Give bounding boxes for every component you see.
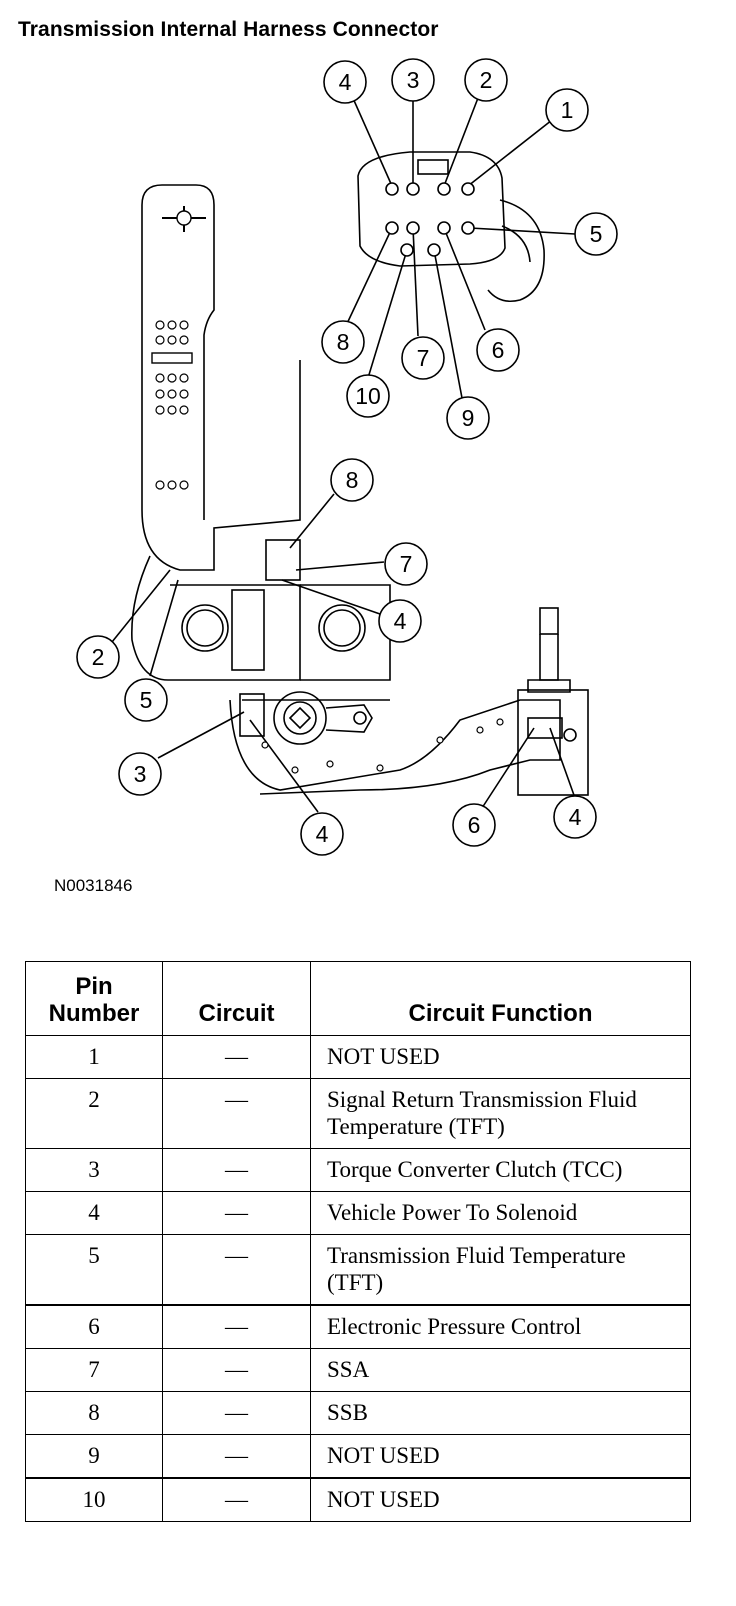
top-leaders (343, 95, 576, 399)
table-row: 10—NOT USED (25, 1477, 691, 1522)
pin-cell: 5 (25, 1234, 163, 1306)
pin-cell: 8 (25, 1391, 163, 1435)
callout-label: 10 (355, 383, 381, 409)
pin-cell: 6 (25, 1304, 163, 1349)
table-row: 3—Torque Converter Clutch (TCC) (25, 1148, 691, 1192)
table-row: 9—NOT USED (25, 1434, 691, 1479)
callout-harness-4c: 4 (553, 795, 597, 839)
pin-cell: 10 (25, 1477, 163, 1522)
table-row: 6—Electronic Pressure Control (25, 1304, 691, 1349)
callout-top-3: 3 (391, 58, 435, 102)
circuit-cell: — (162, 1148, 311, 1192)
callout-harness-5: 5 (124, 678, 168, 722)
circuit-cell: — (162, 1234, 311, 1306)
callout-label: 4 (569, 804, 582, 830)
callout-label: 7 (417, 345, 430, 371)
callout-harness-4b: 4 (300, 812, 344, 856)
circuit-cell: — (162, 1035, 311, 1079)
plate-holes (155, 320, 504, 774)
callout-label: 4 (394, 608, 407, 634)
callout-harness-2: 2 (76, 635, 120, 679)
page-title: Transmission Internal Harness Connector (18, 18, 439, 41)
harness-leaders (111, 493, 576, 813)
callout-label: 4 (316, 821, 329, 847)
callout-harness-4a: 4 (378, 599, 422, 643)
callout-label: 8 (337, 329, 350, 355)
callout-top-7: 7 (401, 336, 445, 380)
function-cell: NOT USED (310, 1477, 691, 1522)
circuit-cell: — (162, 1078, 311, 1149)
callout-label: 5 (140, 687, 153, 713)
table-row: 5—Transmission Fluid Temperature (TFT) (25, 1234, 691, 1306)
callout-label: 3 (134, 761, 147, 787)
function-cell: Signal Return Transmission Fluid Tempera… (310, 1078, 691, 1149)
callout-label: 9 (462, 405, 475, 431)
table-row: 2—Signal Return Transmission Fluid Tempe… (25, 1078, 691, 1149)
table-row: 4—Vehicle Power To Solenoid (25, 1191, 691, 1235)
pin-cell: 1 (25, 1035, 163, 1079)
circuit-cell: — (162, 1434, 311, 1479)
harness-plate (131, 184, 589, 796)
connector-pins (385, 182, 475, 257)
callout-label: 2 (480, 67, 493, 93)
callout-label: 7 (400, 551, 413, 577)
callout-top-4: 4 (323, 60, 367, 104)
callout-top-8: 8 (321, 320, 365, 364)
function-cell: NOT USED (310, 1434, 691, 1479)
harness-diagram (111, 95, 589, 813)
callout-label: 5 (590, 221, 603, 247)
pin-cell: 2 (25, 1078, 163, 1149)
header-circuit-function: Circuit Function (310, 961, 691, 1036)
callout-top-2: 2 (464, 58, 508, 102)
pin-cell: 4 (25, 1191, 163, 1235)
table-row: 8—SSB (25, 1391, 691, 1435)
callout-harness-7: 7 (384, 542, 428, 586)
callout-label: 2 (92, 644, 105, 670)
table-row: 7—SSA (25, 1348, 691, 1392)
function-cell: Torque Converter Clutch (TCC) (310, 1148, 691, 1192)
callout-label: 1 (561, 97, 574, 123)
callout-top-6: 6 (476, 328, 520, 372)
function-cell: SSB (310, 1391, 691, 1435)
circuit-cell: — (162, 1477, 311, 1522)
circuit-cell: — (162, 1348, 311, 1392)
function-cell: Electronic Pressure Control (310, 1304, 691, 1349)
callout-harness-3: 3 (118, 752, 162, 796)
callout-top-5: 5 (574, 212, 618, 256)
pin-cell: 7 (25, 1348, 163, 1392)
callout-label: 3 (407, 67, 420, 93)
callout-harness-8: 8 (330, 458, 374, 502)
pin-cell: 3 (25, 1148, 163, 1192)
callout-top-1: 1 (545, 88, 589, 132)
header-circuit: Circuit (162, 961, 311, 1036)
table-row: 1—NOT USED (25, 1035, 691, 1079)
circuit-cell: — (162, 1191, 311, 1235)
function-cell: Transmission Fluid Temperature (TFT) (310, 1234, 691, 1306)
callout-label: 6 (468, 812, 481, 838)
circuit-cell: — (162, 1391, 311, 1435)
circuit-cell: — (162, 1304, 311, 1349)
callout-top-9: 9 (446, 396, 490, 440)
function-cell: Vehicle Power To Solenoid (310, 1191, 691, 1235)
figure-id: N0031846 (54, 876, 133, 895)
callout-layer: 4 3 2 1 5 8 7 6 10 9 8 7 4 2 5 3 4 6 4 (76, 58, 618, 856)
function-cell: SSA (310, 1348, 691, 1392)
callout-label: 6 (492, 337, 505, 363)
callout-harness-6: 6 (452, 803, 496, 847)
connector-body (357, 151, 545, 303)
callout-top-10: 10 (346, 374, 390, 418)
callout-label: 8 (346, 467, 359, 493)
pin-cell: 9 (25, 1434, 163, 1479)
function-cell: NOT USED (310, 1035, 691, 1079)
callout-label: 4 (339, 69, 352, 95)
